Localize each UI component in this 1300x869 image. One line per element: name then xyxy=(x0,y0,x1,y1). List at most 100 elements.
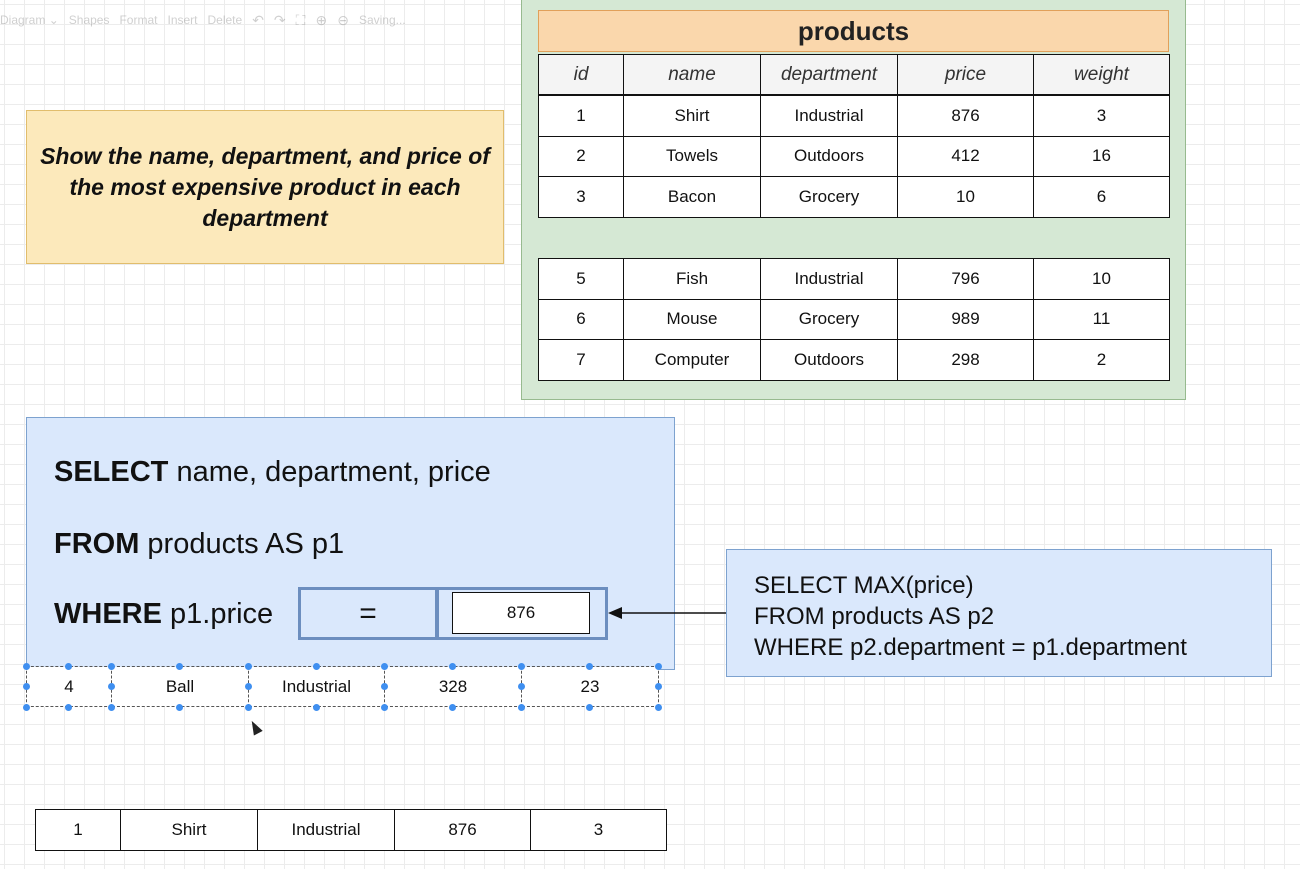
selection-handle[interactable] xyxy=(175,703,183,711)
selection-handle[interactable] xyxy=(175,662,183,670)
selection-handle[interactable] xyxy=(517,703,525,711)
equals-operator-box[interactable]: = xyxy=(298,587,438,640)
selection-handle[interactable] xyxy=(22,703,30,711)
cell-id: 5 xyxy=(538,258,624,300)
cell-name: Shirt xyxy=(623,95,761,137)
table-row[interactable]: 7 Computer Outdoors 298 2 xyxy=(538,339,1170,381)
cell-weight: 2 xyxy=(1033,339,1170,381)
sql-select-line: SELECT name, department, price xyxy=(54,456,491,489)
cell-department: Industrial xyxy=(248,666,385,707)
from-table: products AS p1 xyxy=(139,528,345,560)
cell-weight: 3 xyxy=(1033,95,1170,137)
table-row[interactable]: 5 Fish Industrial 796 10 xyxy=(538,258,1170,300)
table-row[interactable]: 6 Mouse Grocery 989 11 xyxy=(538,298,1170,341)
cell-price: 328 xyxy=(384,666,522,707)
cell-weight: 10 xyxy=(1033,258,1170,300)
table-row[interactable]: 3 Bacon Grocery 10 6 xyxy=(538,176,1170,218)
cell-price: 876 xyxy=(897,95,1034,137)
selection-handle[interactable] xyxy=(107,662,115,670)
cell-name: Fish xyxy=(623,258,761,300)
cell-id: 1 xyxy=(35,809,121,851)
cell-id: 3 xyxy=(538,176,624,218)
selection-handle[interactable] xyxy=(517,683,525,690)
selection-handle[interactable] xyxy=(654,683,662,690)
selection-handle[interactable] xyxy=(654,662,662,670)
cell-weight: 6 xyxy=(1033,176,1170,218)
cell-name: Towels xyxy=(623,135,761,178)
shapes-menu[interactable]: Shapes xyxy=(68,13,110,27)
cell-weight: 11 xyxy=(1033,298,1170,341)
column-header-price: price xyxy=(897,54,1034,95)
selection-handle[interactable] xyxy=(244,662,252,670)
selection-handle[interactable] xyxy=(22,662,30,670)
subquery-line: FROM products AS p2 xyxy=(754,603,995,630)
cell-id: 4 xyxy=(26,666,112,707)
selection-handle[interactable] xyxy=(22,683,30,690)
cell-name: Ball xyxy=(111,666,249,707)
sql-where-line: WHERE p1.price xyxy=(54,598,273,631)
selection-handle[interactable] xyxy=(107,683,115,690)
selection-handle[interactable] xyxy=(448,662,456,670)
subquery-arrow-connector[interactable] xyxy=(600,603,730,623)
zoom-in-icon[interactable]: ⊕ xyxy=(315,11,328,28)
select-keyword: SELECT xyxy=(54,456,169,488)
cell-weight: 16 xyxy=(1033,135,1170,178)
selection-handle[interactable] xyxy=(448,703,456,711)
subquery-line: SELECT MAX(price) xyxy=(754,572,974,599)
column-header-id: id xyxy=(538,54,624,95)
selection-handle[interactable] xyxy=(64,703,72,711)
table-row[interactable]: 2 Towels Outdoors 412 16 xyxy=(538,135,1170,178)
cell-department: Outdoors xyxy=(760,339,898,381)
selection-handle[interactable] xyxy=(380,703,388,711)
selection-handle[interactable] xyxy=(380,662,388,670)
fullscreen-icon[interactable]: ⛶ xyxy=(295,11,306,28)
selection-handle[interactable] xyxy=(517,662,525,670)
selection-handle[interactable] xyxy=(380,683,388,690)
selection-handle[interactable] xyxy=(312,662,320,670)
cell-department: Industrial xyxy=(760,95,898,137)
subquery-box[interactable]: SELECT MAX(price) FROM products AS p2 WH… xyxy=(726,549,1272,677)
selection-handle[interactable] xyxy=(585,662,593,670)
selection-handle[interactable] xyxy=(107,703,115,711)
cell-id: 2 xyxy=(538,135,624,178)
cell-id: 6 xyxy=(538,298,624,341)
selection-handle[interactable] xyxy=(244,703,252,711)
zoom-out-icon[interactable]: ⊖ xyxy=(337,11,349,28)
selection-handle[interactable] xyxy=(585,703,593,711)
redo-icon[interactable]: ↷ xyxy=(273,11,286,28)
cell-price: 876 xyxy=(394,809,531,851)
products-rows-top[interactable]: 1 Shirt Industrial 876 3 2 Towels Outdoo… xyxy=(538,95,1170,218)
selection-handle[interactable] xyxy=(64,662,72,670)
format-menu[interactable]: Format xyxy=(119,13,158,27)
products-header-row[interactable]: id name department price weight xyxy=(538,54,1170,95)
sql-from-line: FROM products AS p1 xyxy=(54,528,344,561)
result-row[interactable]: 1 Shirt Industrial 876 3 xyxy=(35,809,667,851)
selection-handle[interactable] xyxy=(312,703,320,711)
question-text: Show the name, department, and price of … xyxy=(40,142,490,231)
products-rows-bottom[interactable]: 5 Fish Industrial 796 10 6 Mouse Grocery… xyxy=(538,258,1170,381)
products-table-title[interactable]: products xyxy=(538,10,1169,52)
cell-department: Industrial xyxy=(760,258,898,300)
insert-menu[interactable]: Insert xyxy=(167,13,198,27)
subquery-value-cell[interactable]: 876 xyxy=(452,592,590,634)
selected-row[interactable]: 4 Ball Industrial 328 23 xyxy=(26,666,659,707)
selection-handle[interactable] xyxy=(244,683,252,690)
table-row[interactable]: 1 Shirt Industrial 876 3 xyxy=(35,809,667,851)
cell-department: Grocery xyxy=(760,176,898,218)
table-row[interactable]: 1 Shirt Industrial 876 3 xyxy=(538,95,1170,137)
undo-icon[interactable]: ↶ xyxy=(252,11,264,28)
delete-menu[interactable]: Delete xyxy=(207,13,243,27)
diagram-menu[interactable]: Diagram ⌄ xyxy=(0,13,59,27)
selection-handle[interactable] xyxy=(654,703,662,711)
cell-price: 796 xyxy=(897,258,1034,300)
saving-status: Saving... xyxy=(358,13,406,27)
cell-price: 10 xyxy=(897,176,1034,218)
cell-name: Shirt xyxy=(120,809,258,851)
cell-department: Outdoors xyxy=(760,135,898,178)
question-note[interactable]: Show the name, department, and price of … xyxy=(26,110,504,264)
cell-price: 412 xyxy=(897,135,1034,178)
table-row[interactable]: 4 Ball Industrial 328 23 xyxy=(26,666,659,707)
subquery-value-box[interactable] xyxy=(436,587,608,640)
cell-weight: 3 xyxy=(530,809,667,851)
select-columns: name, department, price xyxy=(168,456,491,488)
